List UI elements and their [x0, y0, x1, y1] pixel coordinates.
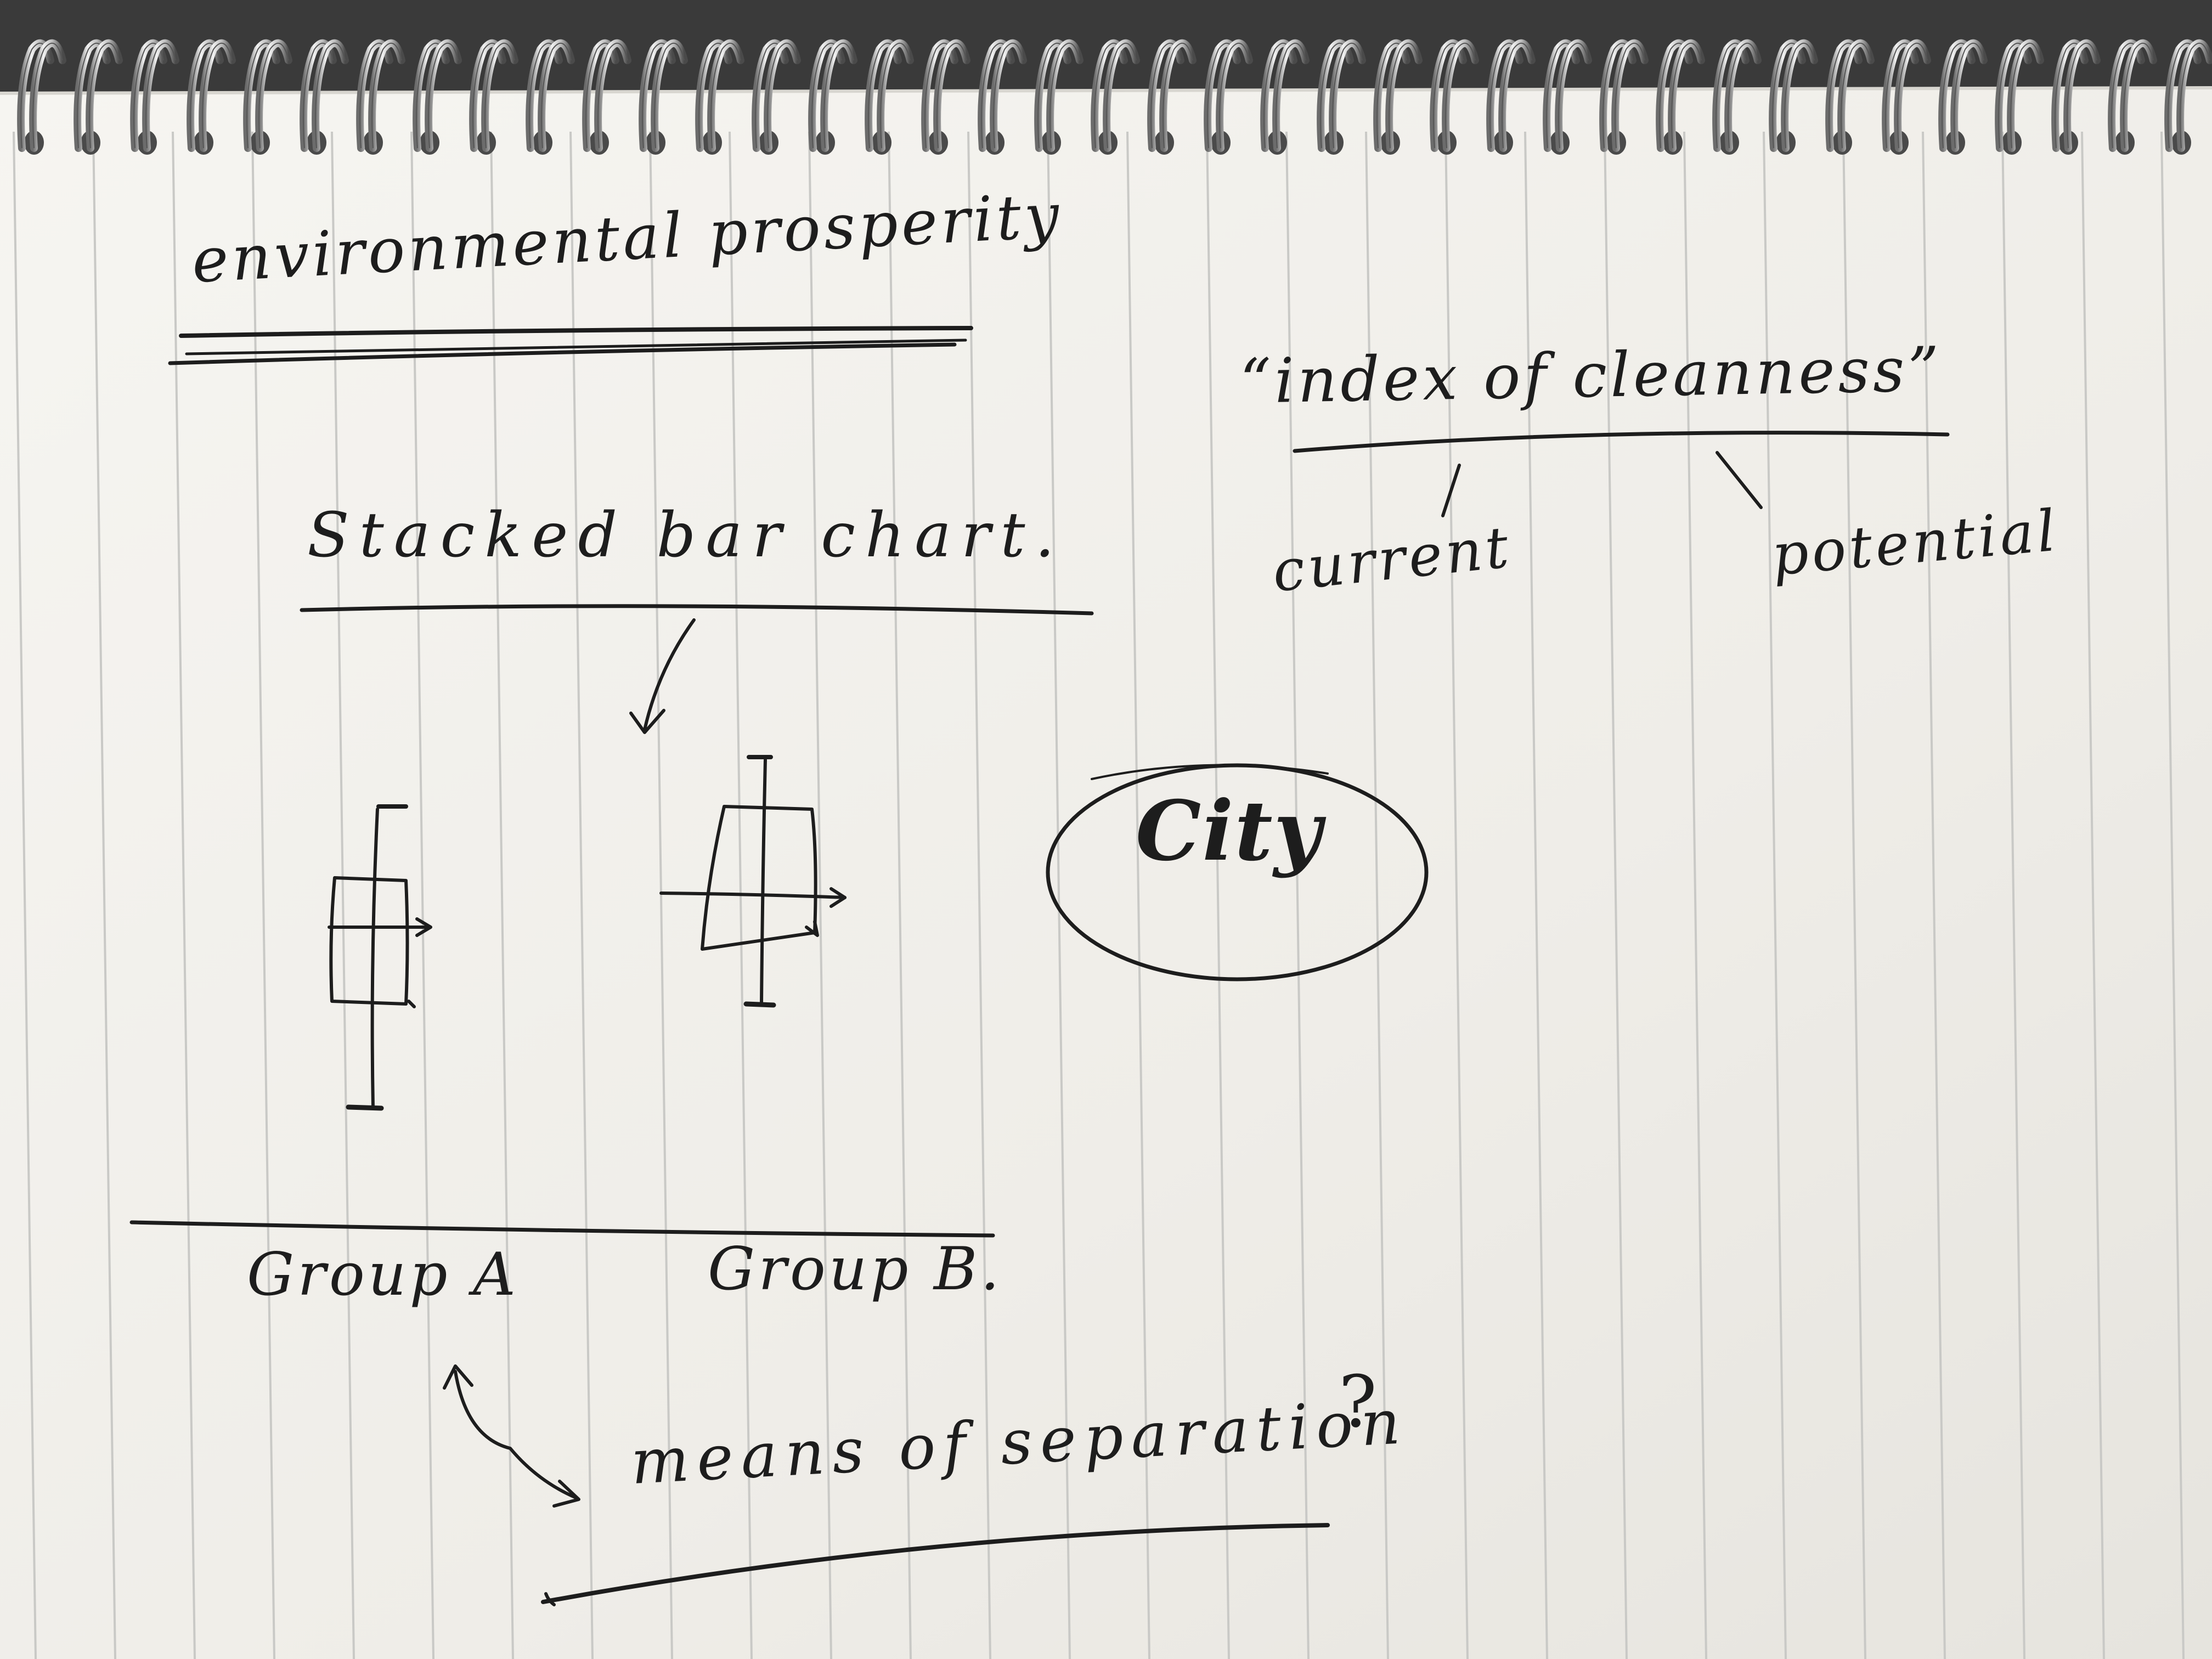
binding-ring	[1543, 39, 1592, 155]
binding-ring	[808, 39, 857, 155]
ruled-line	[967, 131, 991, 1659]
binding-ring	[1204, 39, 1253, 155]
chart-label-underline	[300, 604, 1094, 616]
binding-ring	[1373, 39, 1423, 155]
binding-ring	[1656, 39, 1705, 155]
binding-ring	[187, 39, 236, 155]
binding-ring	[1091, 39, 1140, 155]
binding-ring	[243, 39, 292, 155]
binding-ring	[17, 39, 66, 155]
ruled-line	[1444, 131, 1469, 1659]
separation-arrowhead-up	[443, 1364, 473, 1390]
question-mark: ?	[1339, 1360, 1380, 1443]
binding-ring	[1034, 39, 1084, 155]
binding-ring	[1995, 39, 2044, 155]
ruled-line	[490, 131, 514, 1659]
binding-ring	[1712, 39, 1762, 155]
binding-ring	[1882, 39, 1931, 155]
ruled-line	[13, 131, 37, 1659]
chart-pointer-arrowhead	[629, 709, 665, 734]
ruled-line	[251, 131, 275, 1659]
title-underline-1	[179, 326, 973, 338]
binding-ring	[1769, 39, 1818, 155]
index-of-cleanness-label: “index of cleanness”	[1239, 334, 1943, 417]
binding-ring	[582, 39, 631, 155]
title-underline-2	[168, 342, 957, 365]
ruled-lines	[13, 131, 2185, 1659]
binding-ring	[1599, 39, 1649, 155]
chart-pointer-arrow	[643, 618, 696, 731]
stacked-bar-chart-label: Stacked bar chart.	[307, 500, 1065, 571]
binding-ring	[921, 39, 970, 155]
separation-arrowhead-right	[552, 1480, 580, 1508]
ruled-line	[331, 131, 355, 1659]
chart-baseline	[129, 1220, 995, 1238]
potential-branch-line	[1716, 451, 1763, 509]
binding-ring	[695, 39, 744, 155]
binding-ring	[639, 39, 688, 155]
ruled-line	[2081, 131, 2105, 1659]
ruled-line	[1683, 131, 1707, 1659]
binding-ring	[1430, 39, 1479, 155]
ruled-line	[1524, 131, 1548, 1659]
binding-ring	[130, 39, 179, 155]
binding-ring	[2164, 39, 2212, 155]
ruled-line	[2001, 131, 2025, 1659]
binding-ring	[1317, 39, 1366, 155]
ruled-line	[1922, 131, 1946, 1659]
ruled-line	[888, 131, 912, 1659]
ruled-line	[1047, 131, 1071, 1659]
binding-ring	[356, 39, 405, 155]
sketch-bar-a	[328, 804, 432, 1111]
current-branch-line	[1441, 464, 1461, 517]
ruled-line	[569, 131, 594, 1659]
binding-ring	[74, 39, 123, 155]
ruled-line	[2160, 131, 2185, 1659]
binding-ring	[1825, 39, 1875, 155]
ruled-line	[1365, 131, 1389, 1659]
group-b-label: Group B.	[708, 1235, 1003, 1304]
city-label: City	[1136, 783, 1323, 879]
binding-ring	[413, 39, 462, 155]
separation-arrow	[454, 1370, 578, 1499]
ruled-line	[172, 131, 196, 1659]
ruled-line	[92, 131, 116, 1659]
binding-ring	[752, 39, 801, 155]
spiral-binding	[17, 39, 2212, 155]
binding-ring	[526, 39, 575, 155]
binding-ring	[1486, 39, 1536, 155]
means-underline	[541, 1523, 1330, 1604]
binding-ring	[1260, 39, 1310, 155]
binding-ring	[1147, 39, 1197, 155]
ruled-line	[1206, 131, 1230, 1659]
ruled-line	[1842, 131, 1866, 1659]
binding-ring	[469, 39, 518, 155]
sketch-bar-b	[659, 755, 847, 1008]
city-circle-overstroke	[1091, 764, 1329, 780]
binding-ring	[1938, 39, 1988, 155]
group-a-label: Group A	[247, 1240, 519, 1309]
means-underline-hook	[544, 1592, 556, 1606]
binding-ring	[2051, 39, 2101, 155]
binding-ring	[865, 39, 914, 155]
paper-sheet	[0, 88, 2212, 1659]
ruled-line	[649, 131, 673, 1659]
index-underline	[1293, 431, 1950, 453]
ruled-line	[1763, 131, 1787, 1659]
ruled-line	[1285, 131, 1310, 1659]
ruled-line	[1604, 131, 1628, 1659]
binding-ring	[300, 39, 349, 155]
ruled-line	[1126, 131, 1150, 1659]
title-underline-3	[185, 338, 967, 356]
binding-ring	[978, 39, 1027, 155]
ruled-line	[410, 131, 435, 1659]
binding-ring	[2108, 39, 2157, 155]
